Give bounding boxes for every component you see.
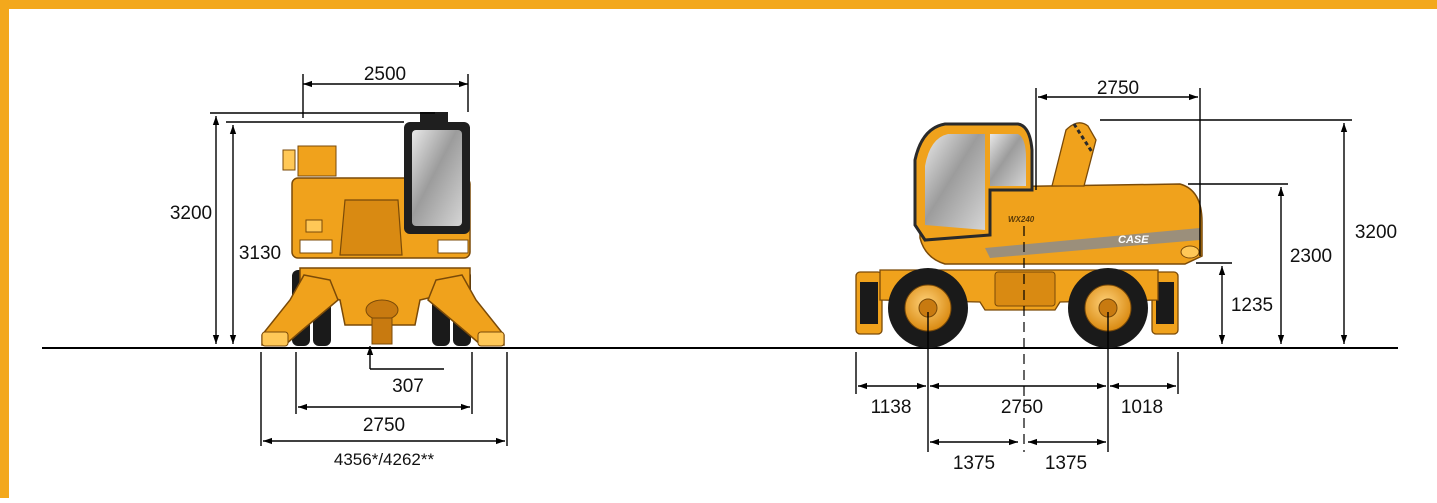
side-rear-wheel xyxy=(1068,268,1148,348)
frame-top xyxy=(0,0,1437,9)
dim-side-half-wheelbase-front: 1375 xyxy=(953,453,995,474)
dim-side-wheelbase: 2750 xyxy=(1001,397,1043,418)
front-view-dimension-labels: 2500 3200 3130 307 2750 4356*/4262** xyxy=(170,64,435,469)
front-view-machine xyxy=(261,112,505,347)
dim-front-height-total: 3200 xyxy=(170,203,212,224)
dim-side-rear-overhang: 1018 xyxy=(1121,397,1163,418)
dim-side-front-overhang: 1138 xyxy=(871,397,912,418)
dim-front-width-top: 2500 xyxy=(364,64,406,85)
dim-side-height-total: 3200 xyxy=(1355,222,1397,243)
side-view-dimensions xyxy=(855,88,1352,452)
side-view-machine: WX240 CASE xyxy=(855,122,1203,348)
side-front-wheel xyxy=(888,268,968,348)
side-brand-label: CASE xyxy=(1118,234,1149,246)
front-view-dimensions xyxy=(210,74,508,446)
dim-side-height-counterweight: 2300 xyxy=(1290,246,1332,267)
dim-side-tail-length: 2750 xyxy=(1097,78,1139,99)
side-model-label: WX240 xyxy=(1008,215,1035,224)
dim-side-height-clearance: 1235 xyxy=(1231,295,1273,316)
dim-side-half-wheelbase-rear: 1375 xyxy=(1045,453,1087,474)
side-outrigger-front xyxy=(855,271,883,335)
side-view-dimension-labels: 2750 3200 2300 1235 1138 2750 1018 1375 … xyxy=(871,78,1398,474)
dim-front-ground-clearance: 307 xyxy=(392,376,424,397)
side-cab-glass xyxy=(925,134,985,230)
front-cab-glass xyxy=(412,130,462,226)
dim-front-height-cab: 3130 xyxy=(239,243,281,264)
side-boom xyxy=(1051,122,1097,187)
dim-front-outrigger-width: 4356*/4262** xyxy=(334,450,435,469)
front-boom-base xyxy=(339,199,403,256)
dim-front-track-width: 2750 xyxy=(363,415,405,436)
frame-left xyxy=(0,0,9,498)
